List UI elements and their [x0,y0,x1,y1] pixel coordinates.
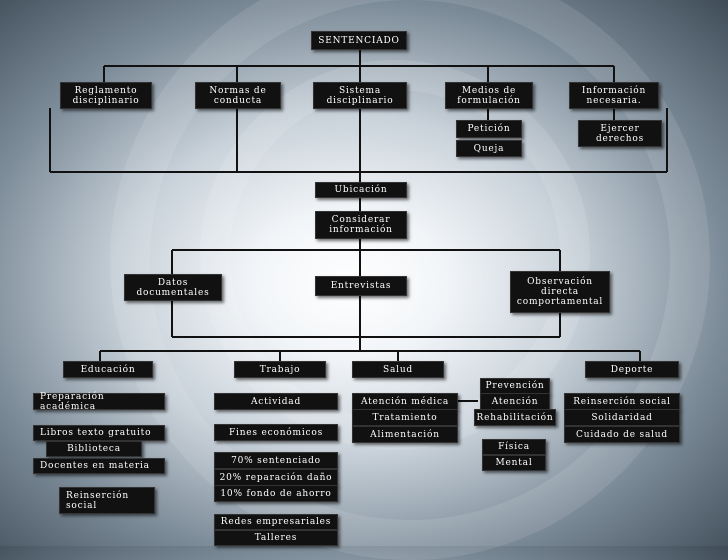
connector-lines [49,50,668,402]
normas-de-conducta-box: Normas de conducta [195,82,281,109]
medios-de-formulacion-box: Medios de formulación [445,82,533,109]
prevencion-box: Prevención [480,378,550,394]
alimentacion-box: Alimentación [352,426,458,443]
sentenciado-box: SENTENCIADO [311,31,407,50]
observacion-directa-box: Observación directa comportamental [510,271,610,313]
entrevistas-box: Entrevistas [315,276,407,296]
rehabilitacion-box: Rehabilitación [474,409,556,426]
considerar-informacion-box: Considerar información [315,211,407,239]
solidaridad-box: Solidaridad [564,409,680,426]
deporte-box: Deporte [585,361,679,378]
ubicacion-box: Ubicación [315,182,407,198]
peticion-box: Petición [456,120,522,138]
mental-box: Mental [482,455,546,471]
actividad-box: Actividad [214,393,338,410]
biblioteca-box: Biblioteca [46,441,142,457]
reglamento-disciplinario-box: Reglamento disciplinario [60,82,152,109]
reinsercion-social-deporte-box: Reinserción social [564,393,680,410]
veinte-reparacion-box: 20% reparación daño [214,469,338,486]
tratamiento-box: Tratamiento [352,409,458,426]
sistema-disciplinario-box: Sistema disciplinario [313,82,407,109]
informacion-necesaria-box: Información necesaria. [569,82,659,109]
docentes-en-materia-box: Docentes en materia [33,458,165,474]
reinsercion-social-educacion-box: Reinserción social [59,487,155,514]
cuidado-de-salud-box: Cuidado de salud [564,426,680,443]
fines-economicos-box: Fines económicos [214,424,338,441]
diez-fondo-ahorro-box: 10% fondo de ahorro [214,485,338,502]
talleres-box: Talleres [214,530,338,546]
setenta-sentenciado-box: 70% sentenciado [214,452,338,469]
datos-documentales-box: Datos documentales [124,274,222,301]
preparacion-academica-box: Preparación académica [33,392,165,412]
trabajo-box: Trabajo [234,361,326,378]
libros-texto-gratuito-box: Libros texto gratuito [33,425,165,441]
queja-box: Queja [456,140,522,157]
atencion-box: Atención [480,393,550,410]
ejercer-derechos-box: Ejercer derechos [578,120,662,147]
fisica-box: Física [482,439,546,455]
educacion-box: Educación [63,361,153,378]
redes-empresariales-box: Redes empresariales [214,514,338,530]
salud-box: Salud [352,361,444,378]
atencion-medica-box: Atención médica [352,393,458,410]
